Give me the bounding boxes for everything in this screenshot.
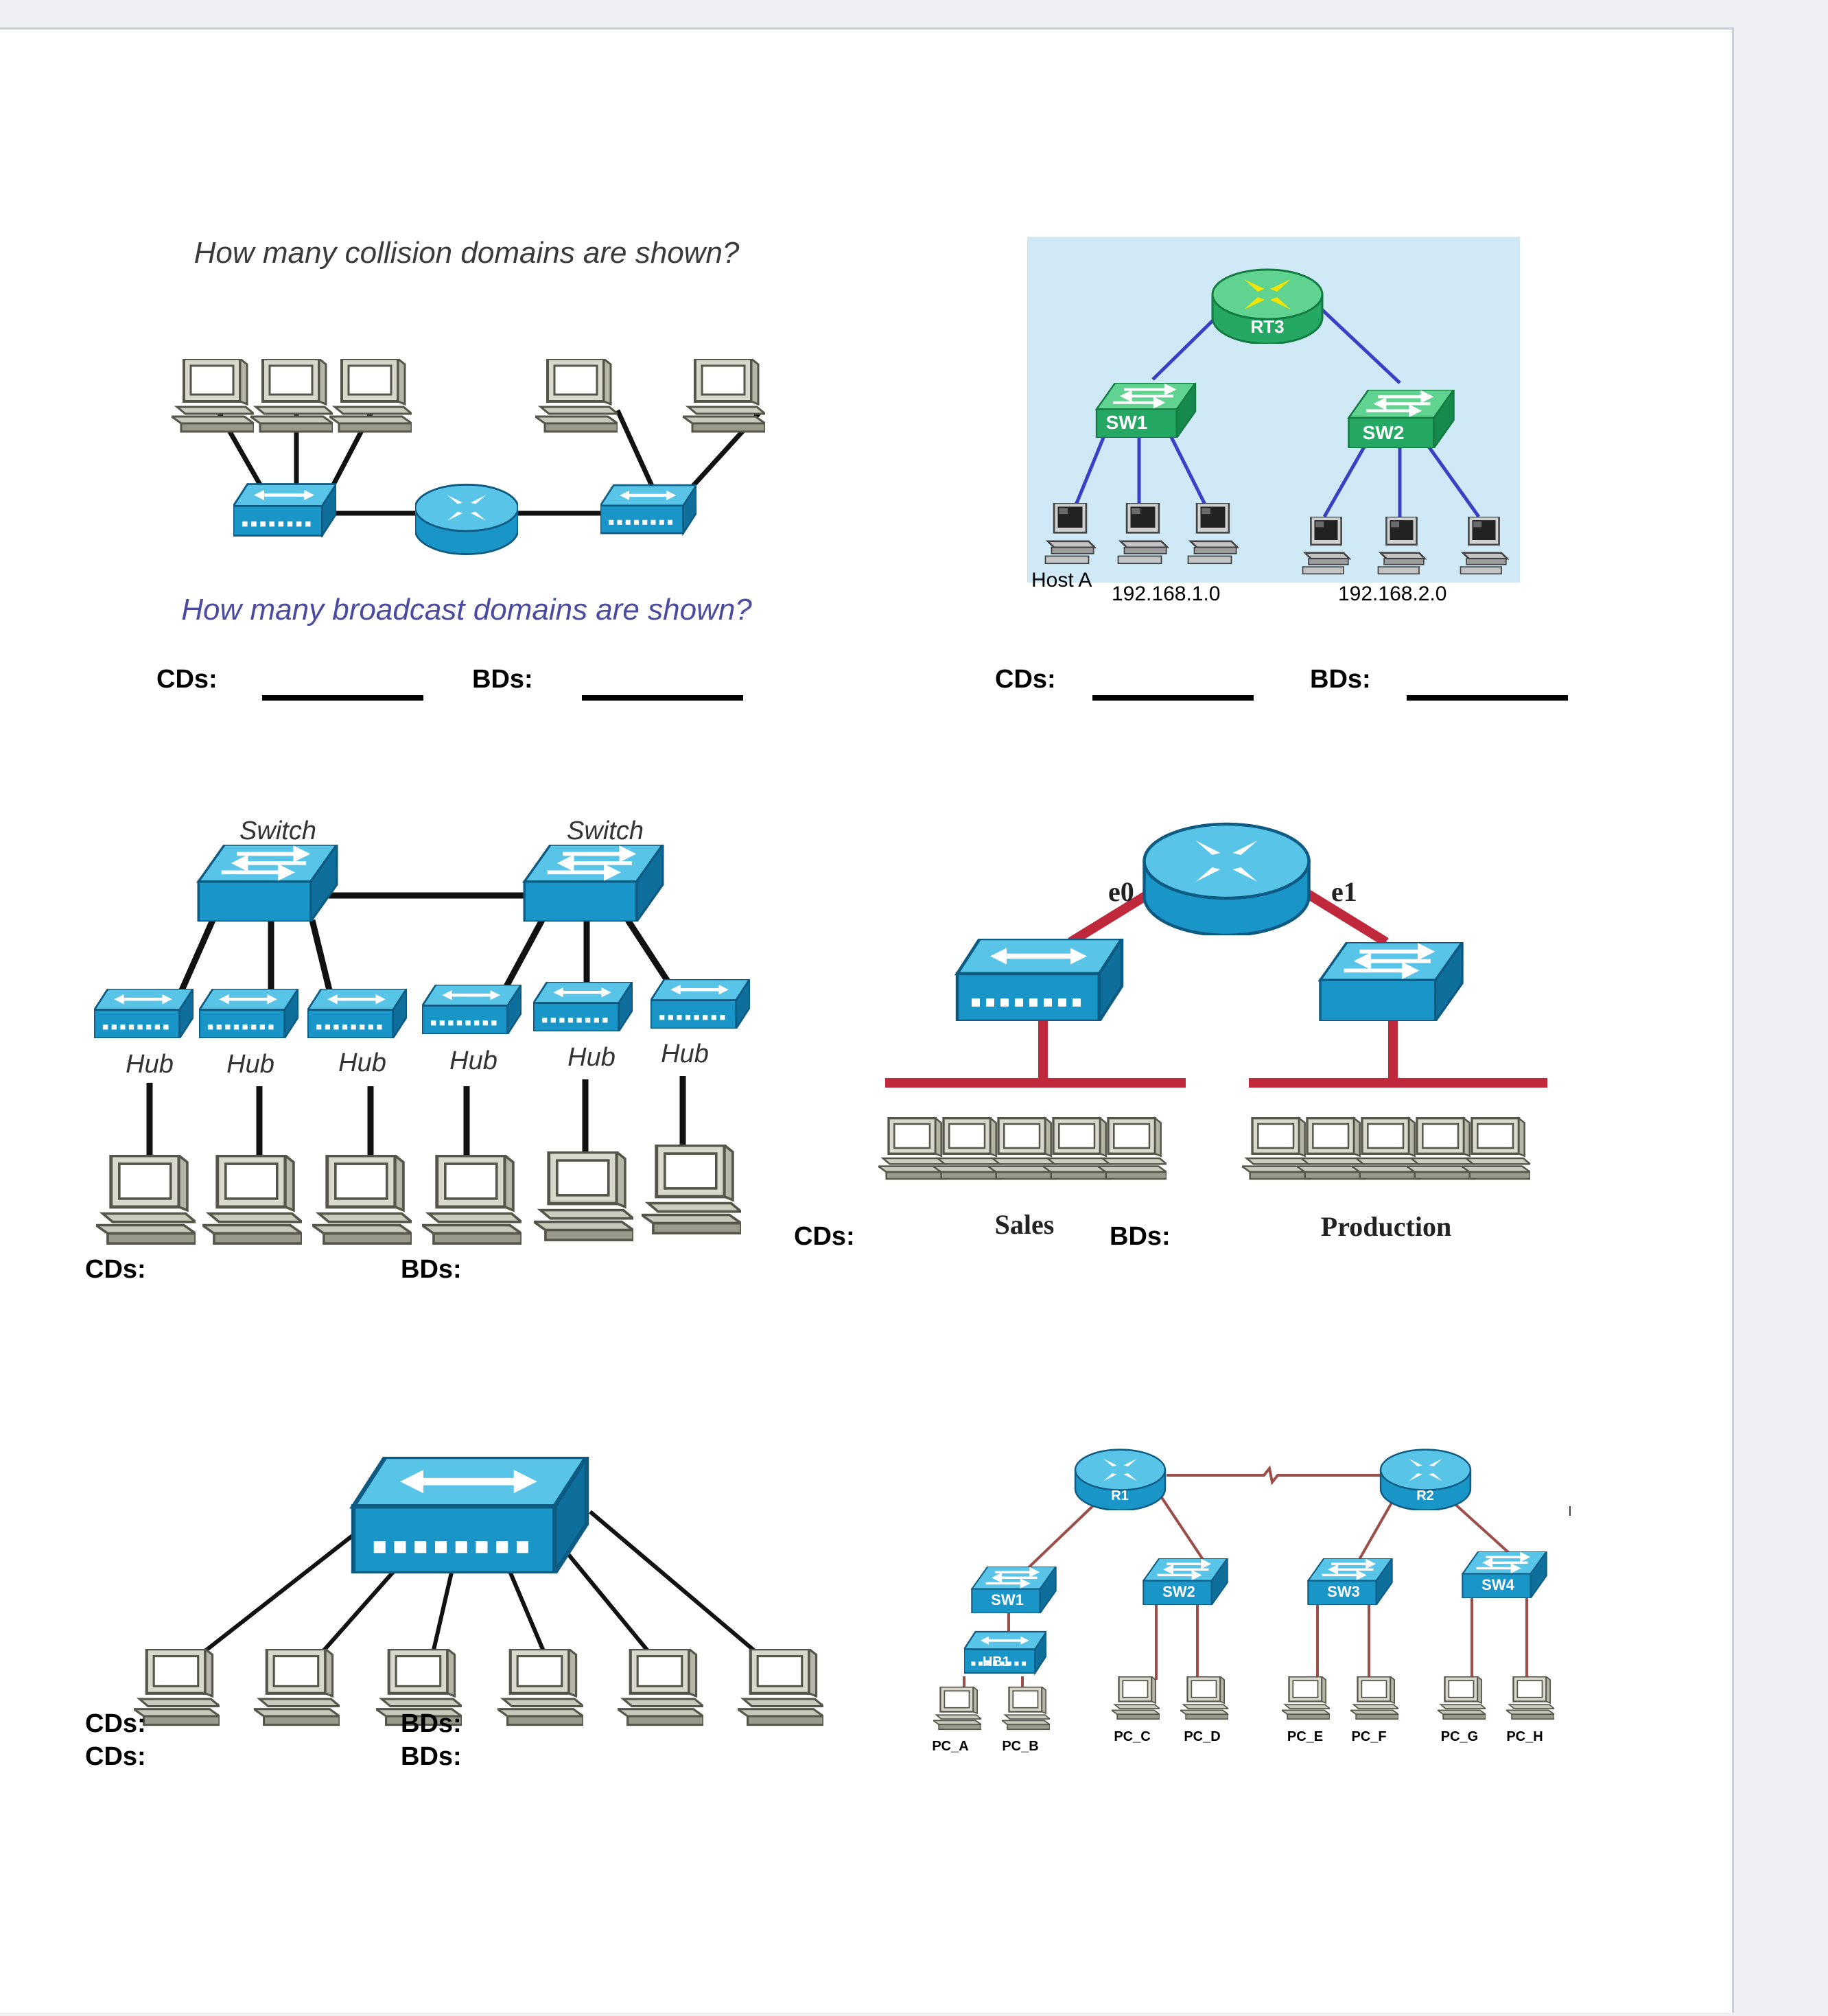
figure-3-switch-left (198, 845, 337, 922)
figure-4-links (885, 883, 1547, 1088)
bds-label: BDs: (401, 1742, 462, 1771)
figure-2-rt3-diagram: RT3 SW1 SW2 Host A 192.168.1.0 192.168.2… (1027, 237, 1520, 605)
bds-answer-blank[interactable] (1407, 695, 1568, 701)
figure-6-switch-sw3-label: SW3 (1327, 1583, 1360, 1600)
figure-6-pc-e-label: PC_E (1287, 1729, 1323, 1744)
worksheet-page: How many collision domains are shown? Ho… (0, 27, 1734, 2013)
figure-3-pc-4 (422, 1156, 522, 1243)
figure-3-hub-4-label: Hub (449, 1046, 497, 1075)
figure-3-pc-3 (312, 1156, 412, 1243)
bds-label: BDs: (401, 1709, 462, 1738)
cds-label: CDs: (85, 1255, 146, 1284)
bds-label: BDs: (1310, 665, 1371, 694)
figure-2-router-label: RT3 (1250, 316, 1284, 337)
figure-5-hub (353, 1457, 587, 1573)
figure-3-switch-hub-diagram: Switch Switch Hub Hub Hub Hub Hub Hub (95, 817, 750, 1243)
figure-3-pc-6 (642, 1145, 741, 1233)
figure-4-sales-pcs (878, 1118, 1167, 1179)
figure-1-router (415, 483, 518, 556)
figure-3-hub-5-label: Hub (567, 1043, 616, 1072)
figure-1-pc-4 (535, 359, 618, 433)
figure-3-hub-1-label: Hub (126, 1050, 174, 1079)
figure-6-switch-sw1-label: SW1 (991, 1591, 1024, 1608)
figure-1-pc-5 (683, 359, 765, 433)
figure-3-hub-2-label: Hub (226, 1050, 274, 1079)
figure-3-hub-6-label: Hub (661, 1040, 709, 1068)
figure-5-pc-6 (738, 1649, 823, 1724)
figure-1-pc-1 (172, 359, 254, 433)
bds-answer-blank[interactable] (582, 695, 743, 701)
figure-3-hub-3-label: Hub (338, 1048, 386, 1077)
figure-2-switch-sw2-label: SW2 (1363, 422, 1405, 443)
figure-2-host-a-label: Host A (1031, 569, 1092, 591)
figure-6-pc-g-label: PC_G (1441, 1729, 1478, 1744)
figure-6-r1-r2-diagram: R1 R2 SW1 SW2 SW3 SW4 HB1 PC_A PC_B PC_C… (932, 1449, 1571, 1754)
figure-5-pc-5 (618, 1649, 703, 1724)
figure-4-sales-label: Sales (995, 1209, 1055, 1240)
bds-label: BDs: (472, 665, 533, 694)
question-collision-domains: How many collision domains are shown? (194, 236, 740, 270)
figure-4-port-e0: e0 (1108, 876, 1134, 907)
cds-label: CDs: (85, 1709, 146, 1738)
bds-label: BDs: (401, 1255, 462, 1284)
figure-1-hub-right (600, 485, 696, 533)
figure-6-router-r2-label: R2 (1416, 1488, 1434, 1503)
figure-3-hub-5 (534, 982, 633, 1031)
figure-1-pc-2 (250, 359, 333, 433)
figure-1-collision-broadcast-diagram: How many collision domains are shown? Ho… (172, 236, 765, 626)
figure-6-hub-hb1-label: HB1 (983, 1654, 1010, 1669)
question-broadcast-domains: How many broadcast domains are shown? (181, 593, 752, 626)
figure-4-switch-production (1320, 942, 1462, 1021)
figure-6-links (963, 1465, 1528, 1693)
figure-6-pc-h-label: PC_H (1506, 1729, 1543, 1744)
figure-6-pc-a-label: PC_A (932, 1739, 968, 1754)
figure-3-hub-3 (308, 989, 407, 1038)
figure-6-pc-f-label: PC_F (1351, 1729, 1386, 1744)
worksheet-canvas: How many collision domains are shown? Ho… (0, 236, 1571, 1754)
figure-3-switch-right (524, 845, 663, 922)
figure-6-edge-mark (1569, 1506, 1571, 1516)
cds-answer-blank[interactable] (262, 695, 423, 701)
cds-label: CDs: (156, 665, 218, 694)
figure-1-hub-left (233, 484, 336, 536)
cds-label: CDs: (794, 1222, 855, 1251)
figure-4-production-pcs (1242, 1118, 1530, 1179)
figure-4-sales-production-diagram: e0 e1 Sales Production (878, 824, 1547, 1242)
figure-6-pc-b-label: PC_B (1002, 1739, 1038, 1754)
cds-answer-blank[interactable] (1092, 695, 1254, 701)
figure-6-switch-sw4-label: SW4 (1481, 1576, 1514, 1593)
figure-6-pc-c-label: PC_C (1114, 1729, 1150, 1744)
figure-5-pc-4 (497, 1649, 583, 1724)
figure-3-pc-1 (96, 1156, 196, 1243)
figure-5-links (198, 1510, 770, 1665)
figure-3-switch-left-label: Switch (239, 817, 316, 845)
figure-5-pc-2 (254, 1649, 340, 1724)
figure-6-pc-d-label: PC_D (1184, 1729, 1220, 1744)
figure-4-hub-sales (957, 939, 1122, 1021)
figure-4-production-label: Production (1321, 1211, 1451, 1242)
figure-4-port-e1: e1 (1331, 876, 1357, 907)
figure-6-pcs (933, 1676, 1554, 1731)
figure-3-hub-2 (200, 989, 298, 1038)
figure-2-network-left: 192.168.1.0 (1112, 583, 1220, 605)
figure-3-hub-1 (95, 989, 194, 1038)
figure-2-switch-sw1-label: SW1 (1106, 412, 1148, 433)
cds-label: CDs: (85, 1742, 146, 1771)
figure-4-router (1145, 824, 1309, 935)
figure-1-pc-3 (329, 359, 412, 433)
figure-5-single-hub-diagram (134, 1457, 823, 1725)
figure-3-links (146, 892, 686, 1162)
figure-6-router-r1-label: R1 (1111, 1488, 1129, 1503)
figure-3-pc-5 (534, 1152, 633, 1240)
figure-6-switch-sw2-label: SW2 (1162, 1583, 1195, 1600)
bds-label: BDs: (1110, 1222, 1171, 1251)
cds-label: CDs: (995, 665, 1056, 694)
figure-2-network-right: 192.168.2.0 (1338, 583, 1446, 605)
figure-5-pc-1 (134, 1649, 220, 1724)
figure-3-pc-2 (202, 1156, 302, 1243)
figure-3-switch-right-label: Switch (567, 817, 644, 845)
figure-3-hub-6 (651, 979, 750, 1029)
figure-3-hub-4 (423, 985, 522, 1034)
